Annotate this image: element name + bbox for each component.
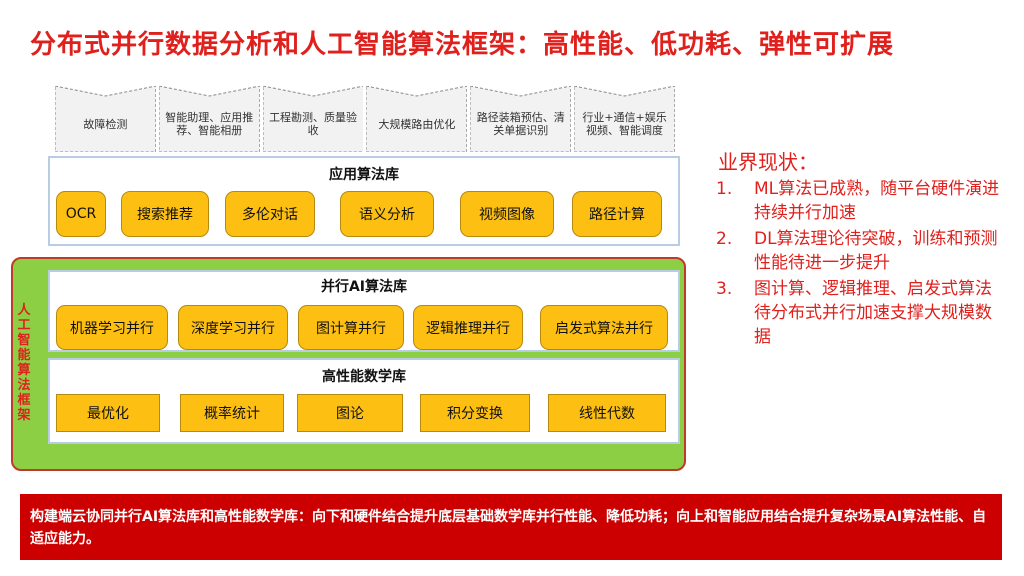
parallel-chip: 深度学习并行	[178, 305, 288, 350]
status-item-number: 2.	[716, 229, 733, 249]
status-item: 2. DL算法理论待突破，训练和预测性能待进一步提升	[716, 227, 1006, 275]
status-list: 1. ML算法已成熟，随平台硬件演进持续并行加速 2. DL算法理论待突破，训练…	[716, 177, 1006, 351]
scenario-text: 工程勘测、质量验收	[269, 111, 358, 137]
parallel-chip: 启发式算法并行	[540, 305, 668, 350]
math-chip: 积分变换	[420, 394, 530, 432]
app-chip: 搜索推荐	[121, 191, 209, 237]
scenario-chevron: 行业+通信+娱乐视频、智能调度	[574, 86, 675, 152]
math-chip: 线性代数	[548, 394, 666, 432]
scenario-chevron: 智能助理、应用推荐、智能相册	[158, 86, 260, 152]
app-chip: 视频图像	[460, 191, 554, 237]
scenario-text: 路径装箱预估、清关单据识别	[476, 111, 565, 137]
status-title: 业界现状：	[718, 150, 818, 174]
status-item-text: ML算法已成熟，随平台硬件演进持续并行加速	[754, 179, 1000, 223]
scenario-text: 大规模路由优化	[378, 117, 456, 131]
app-chip-ocr: OCR	[56, 191, 106, 237]
scenario-text: 行业+通信+娱乐视频、智能调度	[582, 111, 667, 137]
scenario-chevron: 路径装箱预估、清关单据识别	[470, 86, 572, 152]
status-item: 3. 图计算、逻辑推理、启发式算法待分布式并行加速支撑大规模数据	[716, 277, 1006, 349]
math-library-title: 高性能数学库	[322, 369, 406, 385]
math-chip: 最优化	[56, 394, 160, 432]
status-item-text: DL算法理论待突破，训练和预测性能待进一步提升	[754, 229, 998, 273]
summary-banner: 构建端云协同并行AI算法库和高性能数学库：向下和硬件结合提升底层基础数学库并行性…	[20, 494, 1002, 560]
status-item-number: 1.	[716, 179, 733, 199]
parallel-chip: 图计算并行	[298, 305, 404, 350]
math-chip: 概率统计	[180, 394, 284, 432]
scenario-text: 智能助理、应用推荐、智能相册	[165, 111, 254, 137]
parallel-library-title: 并行AI算法库	[320, 279, 408, 295]
page-title: 分布式并行数据分析和人工智能算法框架：高性能、低功耗、弹性可扩展	[30, 30, 895, 60]
status-item-text: 图计算、逻辑推理、启发式算法待分布式并行加速支撑大规模数据	[754, 279, 992, 347]
scenario-row: 故障检测 智能助理、应用推荐、智能相册 工程勘测、质量验收 大规模路由优化 路径…	[55, 86, 675, 152]
status-item: 1. ML算法已成熟，随平台硬件演进持续并行加速	[716, 177, 1006, 225]
scenario-chevron: 故障检测	[55, 86, 156, 152]
app-chip: 语义分析	[340, 191, 434, 237]
app-chip: 多伦对话	[225, 191, 315, 237]
scenario-text: 故障检测	[83, 117, 128, 131]
math-chip: 图论	[297, 394, 403, 432]
parallel-chip: 逻辑推理并行	[413, 305, 523, 350]
scenario-chevron: 工程勘测、质量验收	[262, 86, 364, 152]
scenario-chevron: 大规模路由优化	[366, 86, 468, 152]
app-library-title: 应用算法库	[329, 167, 399, 183]
framework-vertical-label: 人工智能算法框架	[17, 303, 31, 423]
parallel-chip: 机器学习并行	[56, 305, 168, 350]
status-item-number: 3.	[716, 279, 733, 299]
app-chip: 路径计算	[572, 191, 662, 237]
